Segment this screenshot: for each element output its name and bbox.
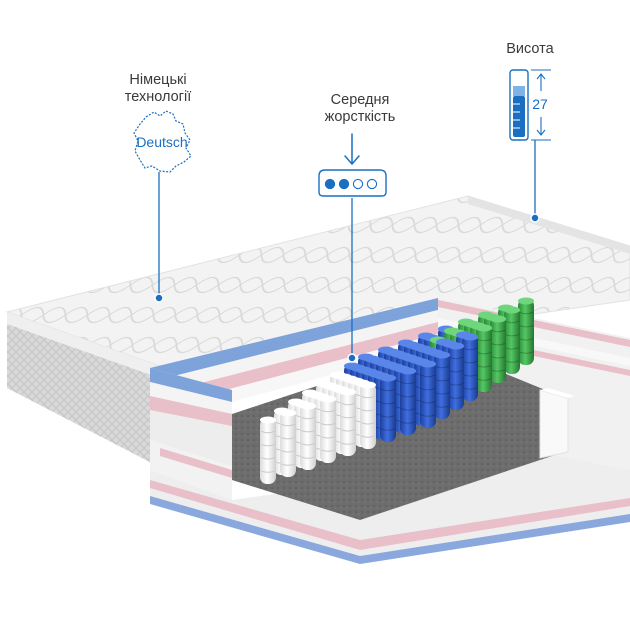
german-tech-line-1: Німецькі [129,72,187,88]
mattress-top-surface [5,195,630,369]
pocket-springs [260,297,534,484]
medium-firmness-line-2: жорсткість [324,109,396,125]
callout-dot-height [530,213,540,223]
german-tech-label: Німецькі технології [108,72,208,106]
germany-map-text: Deutsch [136,134,188,150]
height-ruler-icon [509,69,551,141]
spring-green [490,315,506,383]
firmness-dot-filled [324,178,336,190]
cutaway-layers-front [150,298,438,382]
spring-white [300,402,316,470]
spring-blue [380,374,396,442]
spring-white [360,381,376,449]
spring-blue [448,342,464,410]
spring-white [280,409,296,477]
firmness-dot-filled [338,178,350,190]
germany-map-icon [133,110,192,173]
height-label: Висота [506,41,554,57]
spring-green [518,297,534,365]
firmness-dot-empty [352,178,364,190]
medium-firmness-label: Середня жорсткість [300,92,420,126]
medium-firmness-line-1: Середня [330,92,390,108]
down-arrow-icon [344,133,360,166]
spring-green [504,306,520,374]
height-value: 27 [532,96,548,112]
spring-green [476,324,492,392]
callout-dot-german [154,293,164,303]
german-tech-line-2: технології [124,89,192,105]
spring-white [320,395,336,463]
callout-lines [158,140,536,356]
firmness-dot-empty [366,178,378,190]
spring-blue [434,351,450,419]
callout-dot-firmness [347,353,357,363]
spring-blue [400,367,416,435]
mattress-side-border [7,312,165,470]
spring-white [260,416,276,484]
spring-blue [462,333,478,401]
firmness-indicator-icon [318,133,387,197]
side-foam-block [539,389,569,459]
spring-white [340,388,356,456]
spring-blue [420,360,436,428]
